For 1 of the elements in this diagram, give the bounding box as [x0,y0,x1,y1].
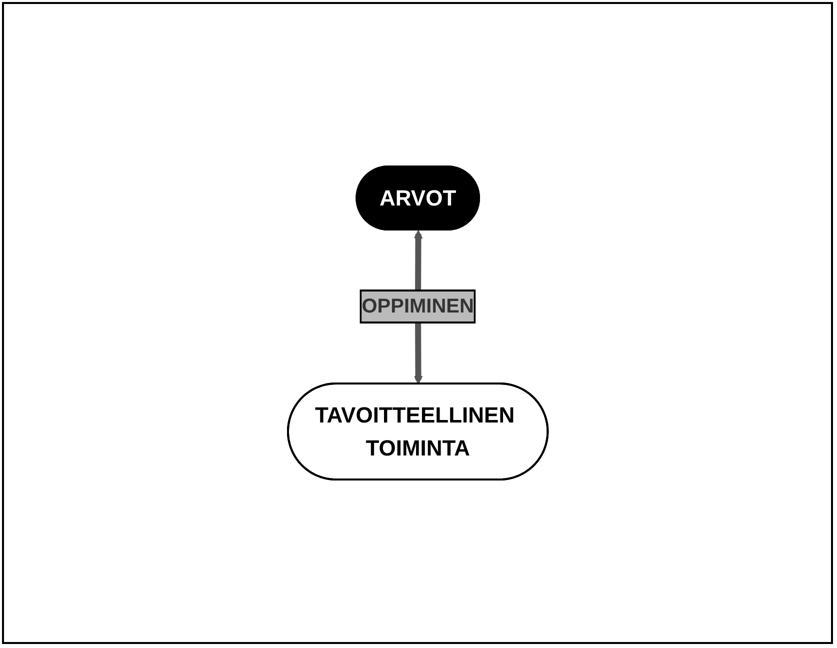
edge-label: OPPIMINEN [361,296,474,318]
